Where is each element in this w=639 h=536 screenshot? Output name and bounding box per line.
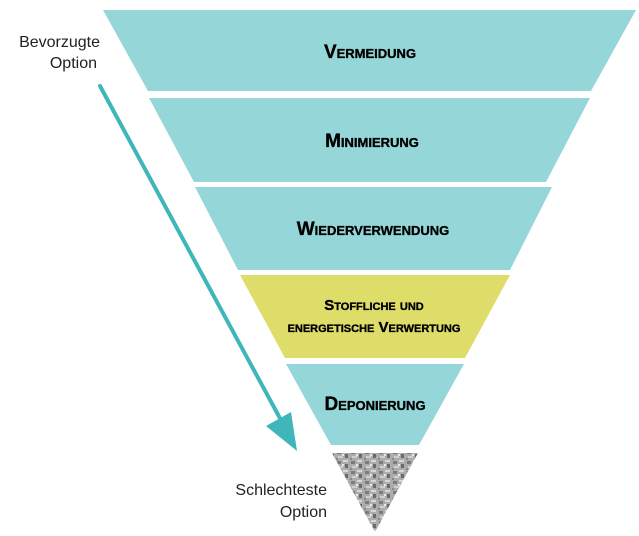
level-band <box>149 98 590 182</box>
label-best-option-line2: Option <box>50 55 97 72</box>
level-label: Vermeidung <box>324 42 416 63</box>
level-band <box>103 10 636 91</box>
level-vermeidung: Vermeidung <box>103 10 636 91</box>
arrow-head <box>266 412 297 451</box>
level-band <box>195 187 552 270</box>
level-verwertung: Stoffliche und energetische Verwertung <box>240 275 510 358</box>
level-deponierung: Deponierung <box>286 364 464 445</box>
level-minimierung: Minimierung <box>149 98 590 182</box>
label-worst-option-line1: Schlechteste <box>235 482 327 499</box>
level-band <box>286 364 464 445</box>
label-best-option-line1: Bevorzugte <box>19 34 100 51</box>
level-label: Minimierung <box>325 131 419 152</box>
preference-arrow <box>98 84 297 451</box>
level-label: Wiederverwendung <box>297 219 450 240</box>
landfill-image <box>332 453 418 532</box>
level-label: Deponierung <box>324 394 425 415</box>
level-label-line1: Stoffliche und <box>324 297 424 314</box>
level-label-line2: energetische Verwertung <box>288 319 461 336</box>
level-wiederverwendung: Wiederverwendung <box>195 187 552 270</box>
label-worst-option-line2: Option <box>280 504 327 521</box>
level-band <box>240 275 510 358</box>
arrow-shaft <box>98 84 284 424</box>
